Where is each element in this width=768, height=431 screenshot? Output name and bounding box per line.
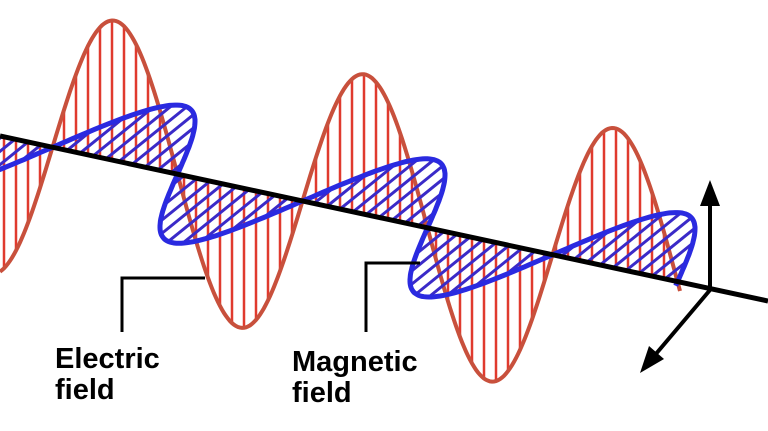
magnetic-hatch-line bbox=[409, 235, 471, 287]
depth-axis-arrow bbox=[653, 288, 712, 357]
magnetic-hatch-line bbox=[203, 191, 263, 241]
electric-leader-line bbox=[120, 276, 205, 332]
magnetic-hatch-line bbox=[612, 211, 682, 269]
magnetic-hatch-line bbox=[378, 164, 444, 219]
magnetic-hatch-line bbox=[105, 104, 174, 160]
electric-field-label: Electric field bbox=[55, 344, 160, 406]
magnetic-hatch-line bbox=[92, 108, 152, 158]
magnetic-hatch-line bbox=[181, 188, 250, 245]
magnetic-hatch-line bbox=[157, 142, 191, 172]
magnetic-label-line1: Magnetic bbox=[292, 346, 418, 378]
magnetic-hatch-line bbox=[651, 242, 694, 278]
vertical-arrowhead-icon bbox=[700, 180, 720, 206]
magnetic-hatch-line bbox=[79, 116, 125, 155]
magnetic-hatch-line bbox=[0, 140, 29, 167]
depth-arrowhead-icon bbox=[640, 346, 664, 373]
electric-label-line1: Electric bbox=[55, 343, 160, 375]
magnetic-hatch-line bbox=[326, 173, 368, 208]
magnetic-hatch-line bbox=[230, 193, 276, 232]
magnetic-hatch-line bbox=[164, 177, 198, 206]
magnetic-hatch-line bbox=[404, 192, 443, 225]
magnetic-hatch-line bbox=[447, 244, 510, 296]
magnetic-hatch-line bbox=[365, 158, 435, 216]
magnetic-field-label: Magnetic field bbox=[292, 347, 418, 409]
magnetic-hatch-line bbox=[415, 238, 484, 296]
electric-field-wave bbox=[0, 18, 682, 384]
magnetic-hatch-line bbox=[586, 219, 640, 264]
magnetic-leader-line bbox=[364, 261, 420, 332]
electric-label-line2: field bbox=[55, 374, 115, 406]
magnetic-hatch-line bbox=[427, 241, 497, 299]
magnetic-hatch-line bbox=[144, 125, 196, 169]
magnetic-hatch-line bbox=[625, 216, 693, 272]
magnetic-hatch-line bbox=[599, 212, 665, 267]
magnetic-hatch-line bbox=[638, 226, 696, 275]
magnetic-hatch-line bbox=[415, 230, 445, 255]
magnetic-hatch-line bbox=[118, 105, 188, 163]
propagation-axis bbox=[0, 133, 768, 304]
magnetic-hatch-line bbox=[339, 163, 396, 211]
magnetic-hatch-line bbox=[159, 179, 211, 223]
electric-field-hatching bbox=[2, 20, 678, 382]
magnetic-hatch-line bbox=[410, 233, 458, 273]
magnetic-hatch-line bbox=[0, 138, 16, 154]
magnetic-hatch-line bbox=[473, 247, 523, 288]
magnetic-hatch-line bbox=[167, 185, 237, 243]
magnetic-hatch-line bbox=[160, 182, 224, 236]
magnetic-hatch-line bbox=[131, 113, 195, 166]
magnetic-hatch-line bbox=[352, 158, 419, 214]
magnetic-hatch-line bbox=[391, 176, 446, 222]
magnetic-label-line2: field bbox=[292, 377, 352, 409]
magnetic-field-wave bbox=[0, 102, 698, 300]
magnetic-field-hatching bbox=[0, 104, 696, 299]
